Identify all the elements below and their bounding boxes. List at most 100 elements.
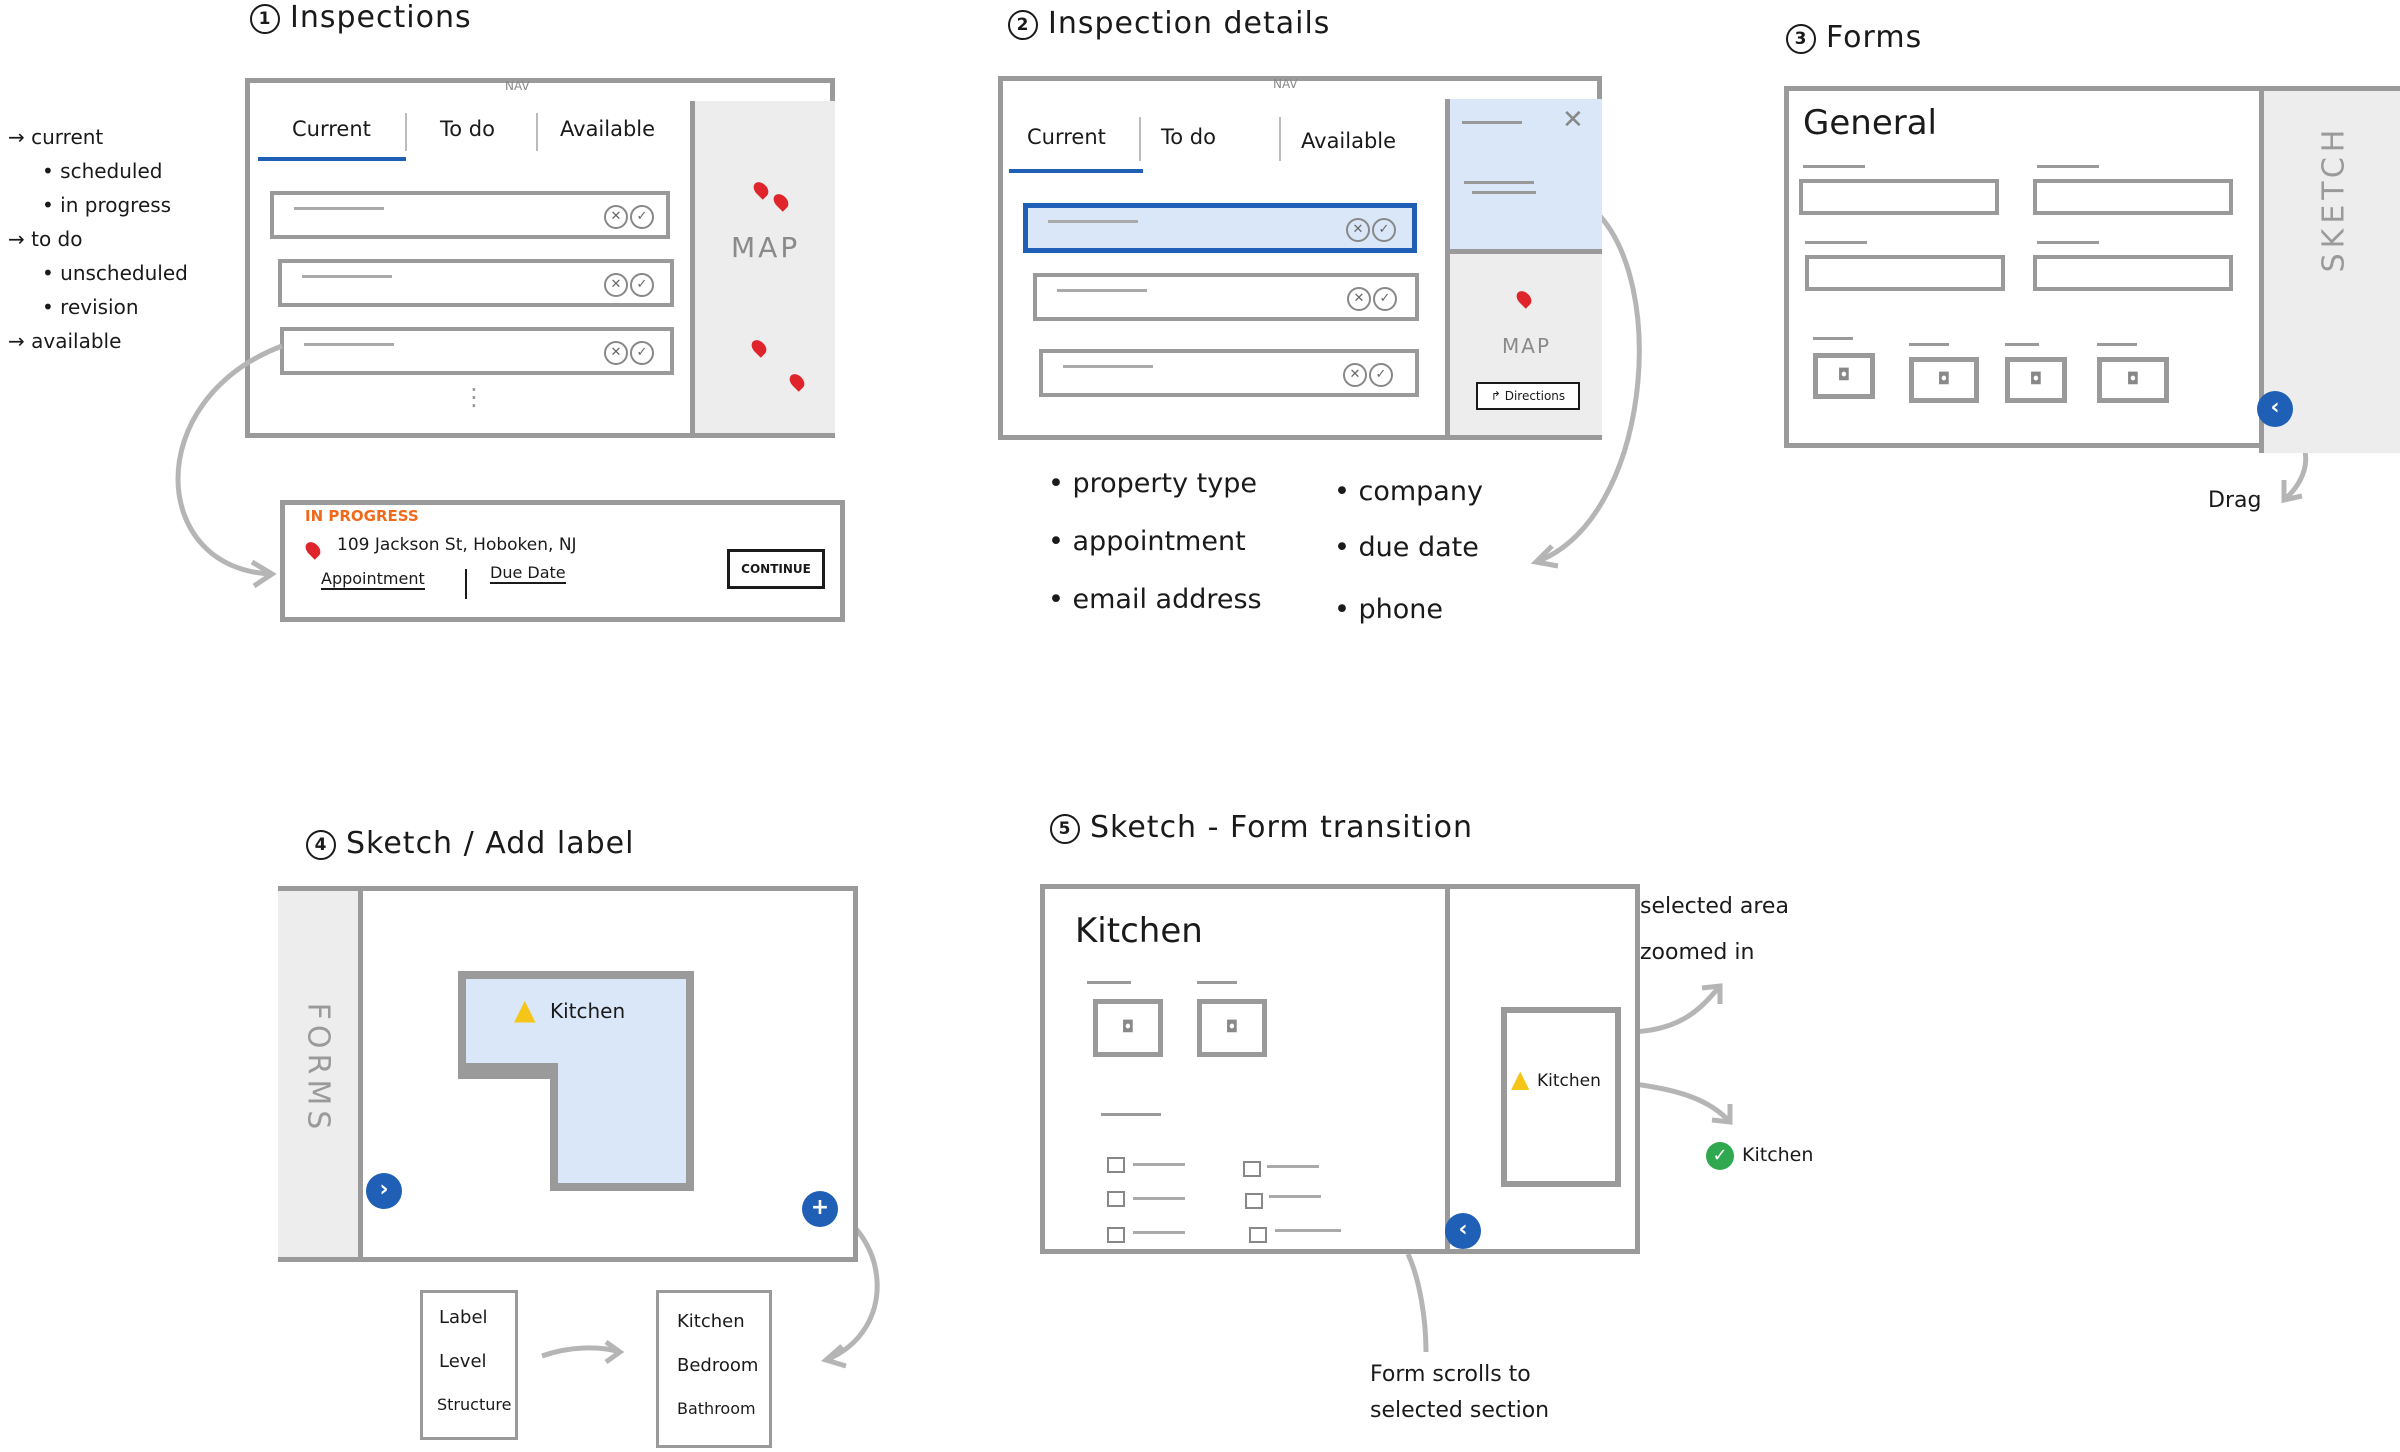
s3-text-field[interactable] [1805, 255, 2005, 291]
s1-tab-current[interactable]: Current [292, 117, 371, 141]
s4-room-menu: Kitchen Bedroom Bathroom [656, 1290, 772, 1448]
check-icon[interactable]: ✓ [630, 341, 654, 365]
s4-menu-item[interactable]: Bedroom [677, 1355, 759, 1376]
chevron-right-icon[interactable]: › [366, 1173, 402, 1209]
check-icon[interactable]: ✓ [1373, 287, 1397, 311]
s5-scroll-note: Form scrolls to [1370, 1362, 1531, 1387]
s1-tab-available[interactable]: Available [560, 117, 656, 141]
s5-checkbox-text [1275, 1229, 1341, 1232]
s1-tab-todo[interactable]: To do [440, 117, 495, 141]
s5-checkbox[interactable] [1243, 1161, 1261, 1177]
s5-checkbox[interactable] [1245, 1193, 1263, 1209]
s2-directions-button[interactable]: ↱ Directions [1476, 382, 1580, 410]
s4-menu-item[interactable]: Structure [437, 1395, 512, 1414]
s4-room-label: Kitchen [550, 999, 626, 1023]
s2-row-text-placeholder [1048, 220, 1138, 223]
s3-photo-label [2005, 343, 2039, 346]
s2-nav-label: NAV [1273, 77, 1298, 91]
s3-sketch-label: SKETCH [2316, 124, 2352, 273]
s1-legend-item: • unscheduled [42, 261, 188, 285]
s5-photo-label [1197, 981, 1237, 984]
s3-text-field[interactable] [2033, 179, 2233, 215]
s1-app-window: NAV Current To do Available ✕ ✓ ✕ ✓ ✕ ✓ … [245, 78, 835, 438]
s3-text-field[interactable] [2033, 255, 2233, 291]
s2-tab-divider [1139, 117, 1141, 161]
s1-legend-item: → available [8, 329, 122, 353]
s2-map-panel[interactable]: MAP ↱ Directions [1450, 254, 1602, 435]
s3-field-label [2037, 241, 2099, 244]
s1-tab-divider [405, 113, 407, 151]
s4-menu-item[interactable]: Label [439, 1307, 488, 1328]
warning-icon: ▲ [514, 993, 536, 1026]
s4-menu-item[interactable]: Level [439, 1351, 487, 1372]
s4-room-part [458, 1063, 558, 1079]
close-icon[interactable]: ✕ [1347, 287, 1371, 311]
s2-bullet: • phone [1334, 594, 1444, 625]
camera-icon[interactable]: ◘ [1909, 357, 1979, 403]
s1-list-row[interactable]: ✕ ✓ [270, 191, 670, 239]
s1-map-panel[interactable]: MAP [690, 101, 835, 433]
check-icon[interactable]: ✓ [630, 205, 654, 229]
close-icon[interactable]: ✕ [604, 205, 628, 229]
chevron-left-icon[interactable]: ‹ [2257, 391, 2293, 427]
check-icon[interactable]: ✓ [1369, 363, 1393, 387]
s2-list-row-selected[interactable]: ✕ ✓ [1023, 203, 1417, 253]
s2-tab-current[interactable]: Current [1027, 125, 1106, 149]
s1-continue-button[interactable]: CONTINUE [727, 549, 825, 589]
plus-icon[interactable]: + [802, 1191, 838, 1227]
s5-checkbox[interactable] [1107, 1227, 1125, 1243]
s1-detail-card[interactable]: IN PROGRESS 109 Jackson St, Hoboken, NJ … [280, 500, 845, 622]
s1-list-row[interactable]: ✕ ✓ [280, 327, 674, 375]
close-icon[interactable]: ✕ [1343, 363, 1367, 387]
check-icon: ✓ [1706, 1142, 1734, 1170]
s4-menu-item[interactable]: Kitchen [677, 1311, 745, 1332]
s1-list-row[interactable]: ✕ ✓ [278, 259, 674, 307]
s3-app-window: General ◘ ◘ ◘ ◘ SKETCH ‹ [1784, 86, 2400, 453]
s3-photo-label [1813, 337, 1853, 340]
s2-tab-todo[interactable]: To do [1161, 125, 1216, 149]
close-icon[interactable]: ✕ [1346, 218, 1370, 242]
s2-list-row[interactable]: ✕ ✓ [1039, 349, 1419, 397]
s4-room-shape[interactable]: ▲ Kitchen [458, 971, 694, 1191]
s5-step-number: 5 [1050, 813, 1080, 844]
s2-detail-line [1472, 191, 1536, 194]
camera-icon[interactable]: ◘ [2097, 357, 2169, 403]
s4-forms-panel[interactable]: FORMS [278, 891, 363, 1257]
s5-checkbox[interactable] [1249, 1227, 1267, 1243]
s4-label-menu: Label Level Structure [420, 1290, 518, 1440]
close-icon[interactable]: ✕ [604, 341, 628, 365]
check-icon[interactable]: ✓ [1372, 218, 1396, 242]
close-icon[interactable]: ✕ [1562, 105, 1584, 135]
s5-title-text: Sketch - Form transition [1090, 810, 1474, 845]
s2-map-label: MAP [1502, 334, 1551, 358]
camera-icon[interactable]: ◘ [1813, 353, 1875, 399]
s2-tab-available[interactable]: Available [1301, 129, 1397, 153]
check-icon[interactable]: ✓ [630, 273, 654, 297]
s1-address: 109 Jackson St, Hoboken, NJ [337, 535, 577, 555]
pin-icon [1513, 288, 1535, 309]
s1-legend: → current • scheduled • in progress → to… [8, 120, 188, 358]
chevron-left-icon[interactable]: ‹ [1445, 1213, 1481, 1249]
s3-step-number: 3 [1786, 23, 1816, 54]
s1-legend-item: • scheduled [42, 159, 163, 183]
camera-icon[interactable]: ◘ [1093, 999, 1163, 1057]
s5-checkbox[interactable] [1107, 1157, 1125, 1173]
s5-panel-divider [1445, 889, 1450, 1249]
s5-zoomed-area[interactable]: ▲ Kitchen [1501, 1007, 1621, 1187]
camera-icon[interactable]: ◘ [2005, 357, 2067, 403]
s3-text-field[interactable] [1799, 179, 1999, 215]
s4-menu-item[interactable]: Bathroom [677, 1399, 756, 1418]
s5-done-label: Kitchen [1742, 1144, 1814, 1166]
s1-due-date-label: Due Date [490, 563, 566, 584]
s2-bullet: • company [1334, 476, 1483, 507]
s2-detail-line [1462, 121, 1522, 124]
camera-icon[interactable]: ◘ [1197, 999, 1267, 1057]
close-icon[interactable]: ✕ [604, 273, 628, 297]
s4-room-part [458, 971, 466, 1079]
s5-checkbox[interactable] [1107, 1191, 1125, 1207]
s1-step-number: 1 [250, 3, 280, 34]
s2-list-row[interactable]: ✕ ✓ [1033, 273, 1419, 321]
s1-legend-item: • in progress [42, 193, 172, 217]
